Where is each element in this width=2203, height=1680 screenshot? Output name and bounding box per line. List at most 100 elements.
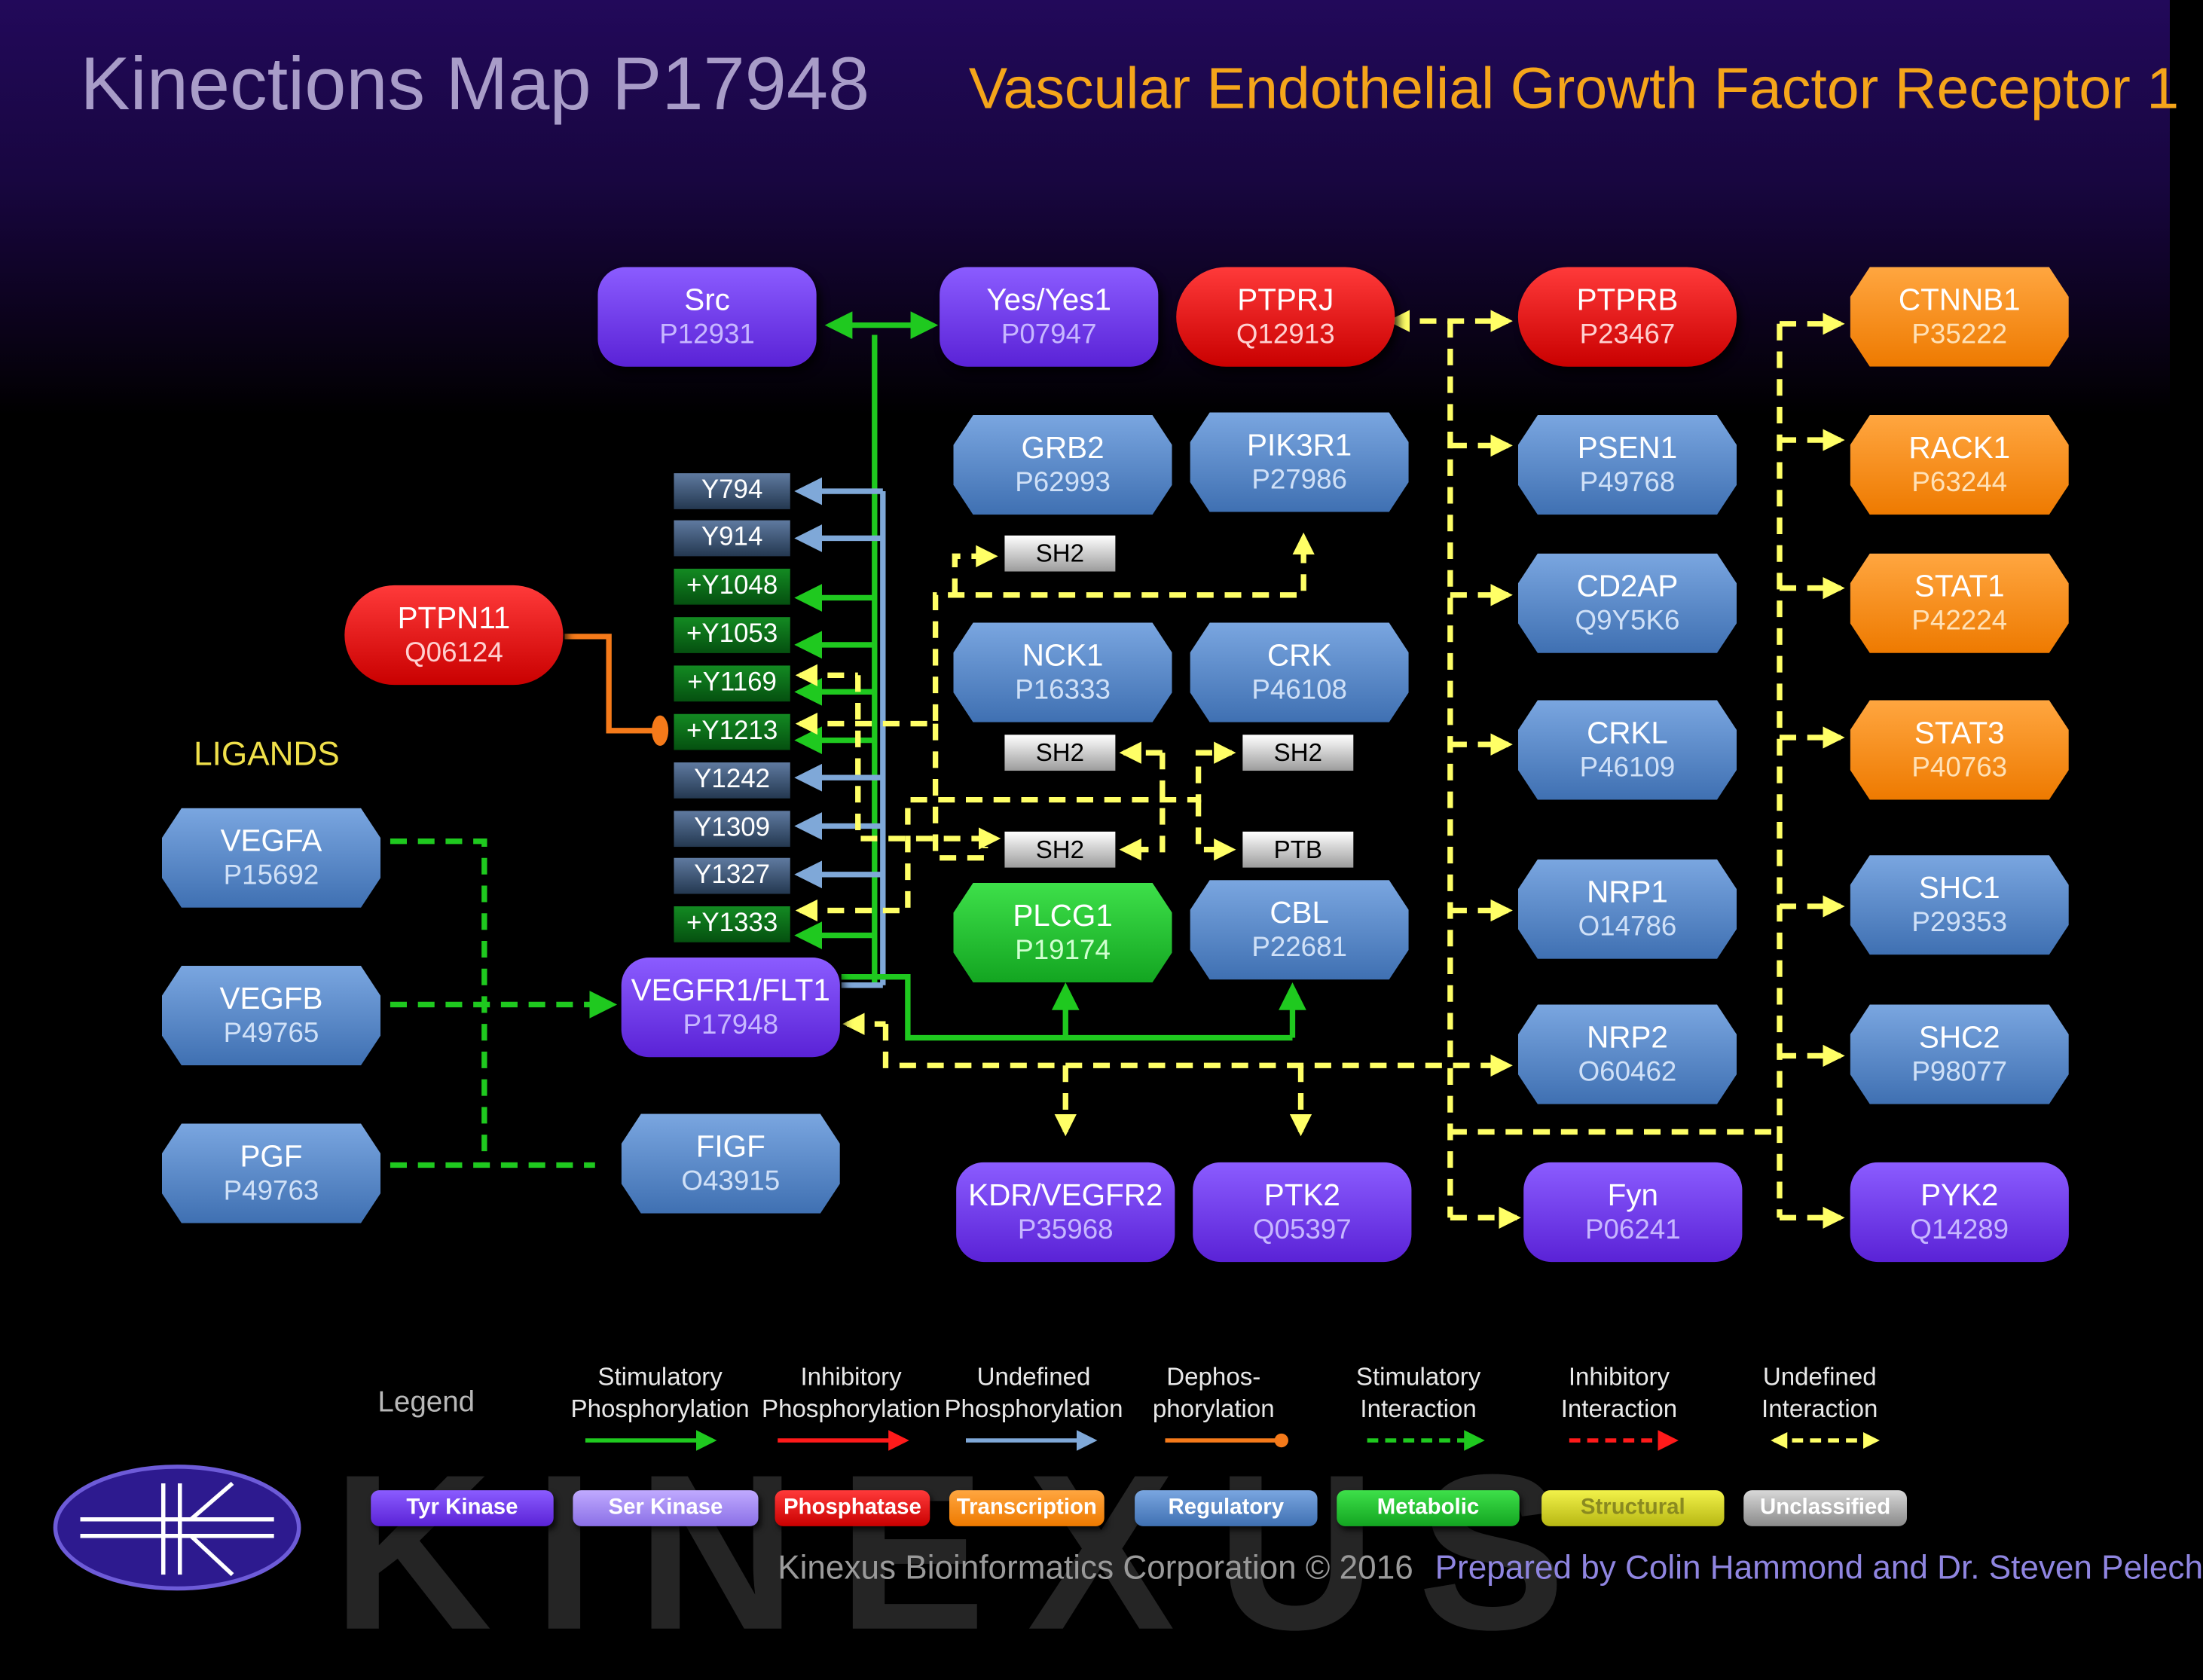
node-figf-name: FIGF xyxy=(695,1129,765,1164)
site-y1213[interactable]: +Y1213 xyxy=(674,713,790,750)
node-yes[interactable]: Yes/Yes1 P07947 xyxy=(940,267,1159,367)
node-vegfb[interactable]: VEGFB P49765 xyxy=(161,966,381,1066)
node-cbl-name: CBL xyxy=(1270,894,1329,930)
node-vegfb-id: P49765 xyxy=(223,1019,319,1049)
node-crk-name: CRK xyxy=(1266,637,1332,673)
kinexus-logo-icon xyxy=(53,1465,301,1591)
node-pyk2[interactable]: PYK2 Q14289 xyxy=(1850,1162,2069,1263)
node-shc1-id: P29353 xyxy=(1911,908,2008,939)
legend-stim-int: Stimulatory Interaction xyxy=(1355,1363,1481,1422)
legend-chip-metabolic: Metabolic xyxy=(1337,1490,1520,1526)
site-y1333[interactable]: +Y1333 xyxy=(674,906,790,942)
node-nrp1-id: O14786 xyxy=(1578,912,1677,943)
page-subtitle: Vascular Endothelial Growth Factor Recep… xyxy=(968,55,2180,121)
node-ptpn11[interactable]: PTPN11 Q06124 xyxy=(344,585,564,686)
node-cbl-id: P22681 xyxy=(1251,933,1347,964)
node-shc2[interactable]: SHC2 P98077 xyxy=(1850,1004,2069,1104)
node-rack1[interactable]: RACK1 P63244 xyxy=(1850,415,2069,515)
node-src-id: P12931 xyxy=(659,319,755,351)
node-grb2-name: GRB2 xyxy=(1021,429,1105,465)
node-shc2-name: SHC2 xyxy=(1918,1019,2000,1055)
node-ctnnb1[interactable]: CTNNB1 P35222 xyxy=(1850,267,2069,367)
legend-dephos: Dephos-phorylation xyxy=(1152,1363,1275,1422)
node-cd2ap-id: Q9Y5K6 xyxy=(1575,606,1680,637)
kinexus-watermark: KINEXUS xyxy=(332,1428,1607,1676)
node-psen1-name: PSEN1 xyxy=(1577,429,1678,465)
node-ptprj-id: Q12913 xyxy=(1236,319,1335,351)
node-nck1-id: P16333 xyxy=(1015,675,1111,707)
node-src[interactable]: Src P12931 xyxy=(597,267,817,367)
node-ptprb-name: PTPRB xyxy=(1576,282,1679,317)
domain-sh2-plcg1: SH2 xyxy=(1004,831,1116,868)
node-pgf-name: PGF xyxy=(240,1138,303,1174)
node-stat3-id: P40763 xyxy=(1911,753,2008,784)
footer-company: Kinexus Bioinformatics Corporation © 201… xyxy=(778,1550,1413,1587)
node-kdr[interactable]: KDR/VEGFR2 P35968 xyxy=(956,1162,1175,1263)
node-fyn-id: P06241 xyxy=(1584,1215,1681,1246)
node-nrp2[interactable]: NRP2 O60462 xyxy=(1517,1004,1737,1104)
legend-undef-phos: Undefined Phosphorylation xyxy=(944,1363,1123,1422)
site-y1242[interactable]: Y1242 xyxy=(674,762,790,799)
node-stat1[interactable]: STAT1 P42224 xyxy=(1850,553,2069,653)
node-pik3r1[interactable]: PIK3R1 P27986 xyxy=(1190,412,1409,512)
legend-chip-ser-kinase: Ser Kinase xyxy=(573,1490,759,1526)
node-grb2-id: P62993 xyxy=(1015,468,1111,499)
node-fyn[interactable]: Fyn P06241 xyxy=(1523,1162,1743,1263)
legend-chip-regulatory: Regulatory xyxy=(1135,1490,1318,1526)
node-rack1-id: P63244 xyxy=(1911,468,2008,499)
legend-chip-tyr-kinase: Tyr Kinase xyxy=(371,1490,554,1526)
undef-interaction-links xyxy=(795,310,1845,1229)
node-pyk2-name: PYK2 xyxy=(1920,1177,1999,1212)
site-y914[interactable]: Y914 xyxy=(674,520,790,557)
node-plcg1[interactable]: PLCG1 P19174 xyxy=(953,882,1172,983)
node-ptprb[interactable]: PTPRB P23467 xyxy=(1517,267,1737,367)
node-crk[interactable]: CRK P46108 xyxy=(1190,622,1409,722)
node-psen1-id: P49768 xyxy=(1579,468,1676,499)
domain-sh2-grb2: SH2 xyxy=(1004,535,1116,572)
node-crk-id: P46108 xyxy=(1251,675,1347,707)
ligands-label: LIGANDS xyxy=(194,736,340,774)
node-stat3-name: STAT3 xyxy=(1914,715,2005,750)
node-grb2[interactable]: GRB2 P62993 xyxy=(953,415,1172,515)
node-nck1[interactable]: NCK1 P16333 xyxy=(953,622,1172,722)
site-y1309[interactable]: Y1309 xyxy=(674,811,790,848)
site-y1053[interactable]: +Y1053 xyxy=(674,617,790,653)
node-ptpn11-name: PTPN11 xyxy=(397,600,511,635)
legend-inhib-int: Inhibitory Interaction xyxy=(1560,1363,1678,1422)
node-cbl[interactable]: CBL P22681 xyxy=(1190,880,1409,980)
node-shc1[interactable]: SHC1 P29353 xyxy=(1850,855,2069,955)
node-kdr-id: P35968 xyxy=(1017,1215,1114,1246)
legend-chip-structural: Structural xyxy=(1541,1490,1725,1526)
node-vegfb-name: VEGFB xyxy=(219,980,323,1016)
node-plcg1-id: P19174 xyxy=(1015,936,1111,967)
node-figf-id: O43915 xyxy=(681,1166,781,1198)
node-pgf-id: P49763 xyxy=(223,1176,319,1208)
node-stat3[interactable]: STAT3 P40763 xyxy=(1850,700,2069,800)
node-ctnnb1-id: P35222 xyxy=(1911,319,2008,351)
node-pgf[interactable]: PGF P49763 xyxy=(161,1123,381,1223)
node-cd2ap[interactable]: CD2AP Q9Y5K6 xyxy=(1517,553,1737,653)
node-crkl[interactable]: CRKL P46109 xyxy=(1517,700,1737,800)
node-vegfr1-name: VEGFR1/FLT1 xyxy=(631,972,830,1007)
node-figf[interactable]: FIGF O43915 xyxy=(621,1113,840,1214)
legend-stim-phos: Stimulatory Phosphorylation xyxy=(570,1363,750,1422)
node-nrp2-id: O60462 xyxy=(1578,1057,1677,1089)
node-vegfa[interactable]: VEGFA P15692 xyxy=(161,808,381,908)
ligand-links xyxy=(390,838,618,1168)
node-ptprj[interactable]: PTPRJ Q12913 xyxy=(1176,267,1395,367)
node-src-name: Src xyxy=(684,282,730,317)
interaction-lines xyxy=(390,310,1880,1451)
node-psen1[interactable]: PSEN1 P49768 xyxy=(1517,415,1737,515)
site-y1048[interactable]: +Y1048 xyxy=(674,568,790,605)
node-shc1-name: SHC1 xyxy=(1918,869,2000,905)
node-ptk2[interactable]: PTK2 Q05397 xyxy=(1193,1162,1412,1263)
node-pyk2-id: Q14289 xyxy=(1910,1215,2009,1246)
node-yes-id: P07947 xyxy=(1001,319,1097,351)
node-fyn-name: Fyn xyxy=(1607,1177,1658,1212)
site-y1327[interactable]: Y1327 xyxy=(674,857,790,894)
node-vegfr1[interactable]: VEGFR1/FLT1 P17948 xyxy=(621,957,840,1058)
site-y1169[interactable]: +Y1169 xyxy=(674,665,790,702)
node-nrp1[interactable]: NRP1 O14786 xyxy=(1517,859,1737,959)
site-y794[interactable]: Y794 xyxy=(674,473,790,509)
